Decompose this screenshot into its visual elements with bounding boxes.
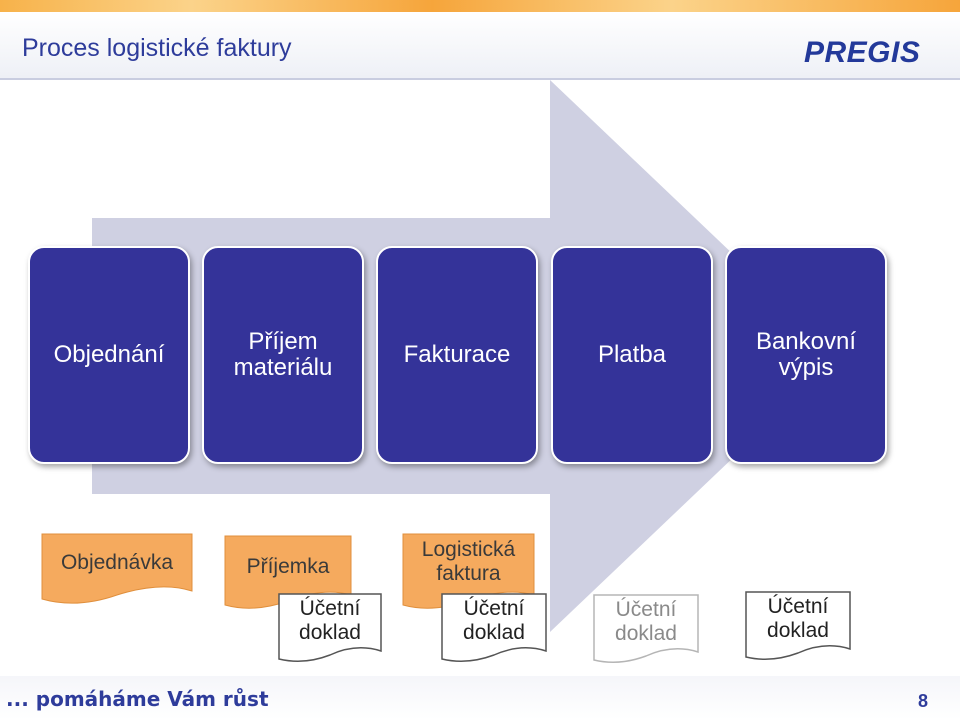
- step-label: Příjem materiálu: [233, 328, 333, 381]
- step-box-invoicing: Fakturace: [376, 246, 538, 464]
- doc-label: Účetní doklad: [299, 597, 361, 644]
- doc-label: Logistická faktura: [421, 538, 516, 585]
- footer-slogan: ... pomáháme Vám růst: [6, 687, 269, 711]
- step-label: Objednání: [53, 341, 165, 368]
- step-box-payment: Platba: [551, 246, 713, 464]
- top-decor-strip: [0, 0, 960, 12]
- step-box-order: Objednání: [28, 246, 190, 464]
- slide-title: Proces logistické faktury: [22, 34, 292, 62]
- doc-receipt: Příjemka: [224, 535, 352, 613]
- doc-accounting-1: Účetní doklad: [278, 593, 382, 665]
- step-label: Fakturace: [403, 341, 511, 368]
- step-label: Bankovní výpis: [755, 328, 857, 381]
- doc-label: Příjemka: [246, 555, 330, 578]
- page-number: 8: [918, 691, 929, 711]
- doc-label: Účetní doklad: [463, 597, 525, 644]
- doc-accounting-3: Účetní doklad: [593, 594, 699, 666]
- doc-accounting-4: Účetní doklad: [745, 591, 851, 663]
- step-box-receipt: Příjem materiálu: [202, 246, 364, 464]
- step-label: Platba: [597, 341, 667, 368]
- doc-order: Objednávka: [41, 533, 193, 607]
- doc-logistic-invoice: Logistická faktura: [402, 533, 535, 613]
- doc-label: Účetní doklad: [767, 595, 829, 642]
- doc-label: Účetní doklad: [615, 598, 677, 645]
- header-bar: Proces logistické faktury PREGIS: [0, 12, 960, 80]
- doc-label: Objednávka: [60, 551, 174, 574]
- footer-bar: [0, 676, 960, 720]
- step-box-bank-statement: Bankovní výpis: [725, 246, 887, 464]
- pregis-logo: PREGIS: [804, 36, 921, 69]
- doc-accounting-2: Účetní doklad: [441, 593, 547, 665]
